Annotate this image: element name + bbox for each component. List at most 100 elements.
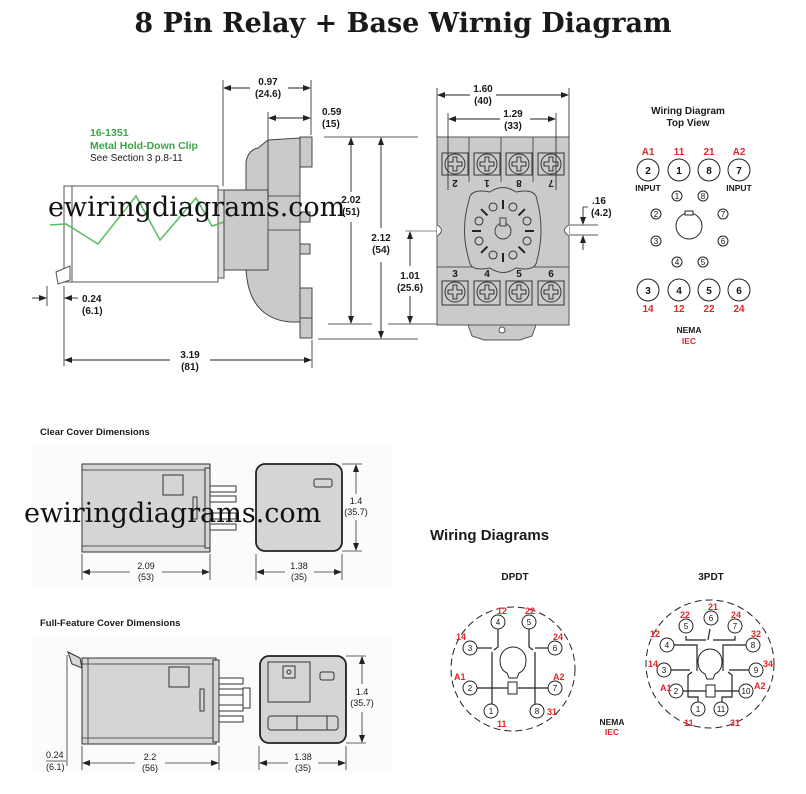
- top-view-pin: [727, 278, 751, 302]
- socket-pin-number: 7: [721, 210, 726, 219]
- dpdt-pin-number: 2: [468, 684, 473, 693]
- terminal-label-bottom: 6: [548, 269, 554, 280]
- top-view-pin: [727, 158, 751, 182]
- iec-label-top: A2: [733, 147, 746, 158]
- top-view-pin: [697, 158, 721, 182]
- dim-1-60-mm: (40): [474, 96, 492, 107]
- top-view-iec-legend: IEC: [682, 336, 696, 346]
- iec-label-bottom: 12: [673, 304, 685, 315]
- full-cover-offset-mm: (6.1): [46, 762, 65, 772]
- top-view-pin: [636, 158, 660, 182]
- dpdt-pin: [547, 640, 563, 656]
- dpdt-pin-number: 3: [468, 644, 473, 653]
- top-view-pin-number: 2: [645, 166, 651, 177]
- 3pdt-iec-label: 11: [684, 718, 694, 728]
- full-cover-width-mm: (35): [295, 763, 311, 773]
- 3pdt-pin: [748, 662, 764, 678]
- dpdt-iec-label: 14: [456, 632, 466, 642]
- hold-down-clip: [49, 194, 261, 246]
- iec-label-top: A1: [642, 147, 655, 158]
- socket-pin-hole: [488, 202, 498, 212]
- full-cover-height: 1.4: [356, 687, 369, 697]
- watermark-top: ewiringdiagrams.com: [48, 192, 346, 223]
- top-view-pin: [636, 278, 660, 302]
- wiring-nema-legend: NEMA: [599, 717, 624, 727]
- 3pdt-coil: [705, 684, 716, 698]
- clip-reference: See Section 3 p.8-11: [90, 153, 183, 164]
- top-view-nema-legend: NEMA: [676, 325, 701, 335]
- dpdt-iec-label: A1: [454, 672, 466, 682]
- socket-pin-marker: [717, 208, 729, 220]
- terminal-label-bottom: 4: [484, 269, 490, 280]
- clear-cover-front: [255, 463, 343, 552]
- 3pdt-pin: [727, 618, 743, 634]
- terminal-label-bottom: 3: [452, 269, 458, 280]
- base-side-neck: [223, 189, 269, 271]
- 3pdt-pin: [713, 701, 729, 717]
- iec-label-top: 11: [674, 147, 685, 158]
- socket-pin-marker: [697, 190, 709, 202]
- terminal-label-top: 8: [516, 177, 522, 188]
- socket-pin-hole: [508, 250, 518, 260]
- top-view-pin-number: 3: [645, 286, 651, 297]
- top-view-key: [675, 212, 703, 240]
- dpdt-pin: [483, 703, 499, 719]
- top-view-pin-number: 4: [676, 286, 682, 297]
- full-cover-side: [81, 657, 217, 745]
- socket-pin-number: 4: [675, 258, 680, 267]
- top-view-pin: [697, 278, 721, 302]
- 3pdt-pin-number: 9: [754, 666, 759, 675]
- dpdt-iec-label: 22: [525, 606, 535, 616]
- 3pdt-pin: [738, 683, 754, 699]
- clear-cover-length-mm: (53): [138, 572, 154, 582]
- wiring-iec-legend: IEC: [605, 727, 619, 737]
- top-view-pin: [667, 278, 691, 302]
- top-view-pin-number: 6: [736, 286, 742, 297]
- clear-cover-height: 1.4: [350, 496, 363, 506]
- dpdt-iec-label: 31: [547, 707, 557, 717]
- 3pdt-pin: [659, 637, 675, 653]
- 3pdt-iec-label: A2: [754, 681, 766, 691]
- dpdt-pin-number: 4: [496, 618, 501, 627]
- terminal-label-bottom: 5: [516, 269, 522, 280]
- clear-cover-height-mm: (35.7): [344, 507, 368, 517]
- dim-3-19-mm: (81): [181, 362, 199, 373]
- clip-part-number: 16-1351: [90, 127, 129, 139]
- socket-pin-number: 6: [721, 237, 726, 246]
- top-view-pin-number: 5: [706, 286, 712, 297]
- dpdt-pin-number: 8: [535, 707, 540, 716]
- socket-pin-number: 3: [654, 237, 659, 246]
- clip-latch: [55, 265, 71, 285]
- dim-0-97-mm: (24.6): [255, 89, 281, 100]
- clear-cover-side: [81, 463, 211, 553]
- dpdt-pin: [462, 640, 478, 656]
- dim-2-12-mm: (54): [372, 245, 390, 256]
- socket-pin-hole: [508, 202, 518, 212]
- top-view-pin-number: 7: [736, 166, 742, 177]
- 3pdt-pin-number: 4: [665, 641, 670, 650]
- watermark-bottom: ewiringdiagrams.com: [24, 498, 322, 529]
- iec-label-bottom: 14: [642, 304, 654, 315]
- socket-pin-number: 2: [654, 210, 659, 219]
- socket-pin-marker: [697, 256, 709, 268]
- 3pdt-iec-label: 34: [763, 659, 773, 669]
- top-view-pin-number: 8: [706, 166, 712, 177]
- full-cover-height-mm: (35.7): [350, 698, 374, 708]
- top-view-pin-number: 1: [676, 166, 682, 177]
- top-view-title-2: Top View: [667, 118, 710, 129]
- dpdt-iec-label: A2: [553, 672, 565, 682]
- full-cover-length-mm: (56): [142, 763, 158, 773]
- clear-cover-heading: Clear Cover Dimensions: [40, 427, 150, 438]
- 3pdt-pin-number: 11: [717, 705, 726, 714]
- dpdt-iec-label: 24: [553, 632, 563, 642]
- socket-pin-marker: [671, 256, 683, 268]
- dpdt-iec-label: 12: [497, 606, 507, 616]
- 3pdt-pin-number: 7: [733, 622, 738, 631]
- 3pdt-boundary: [645, 599, 775, 729]
- socket-pin-hole: [522, 216, 532, 226]
- dim-3-19: 3.19: [180, 350, 200, 361]
- dpdt-pin-number: 6: [553, 644, 558, 653]
- socket-pin-marker: [650, 235, 662, 247]
